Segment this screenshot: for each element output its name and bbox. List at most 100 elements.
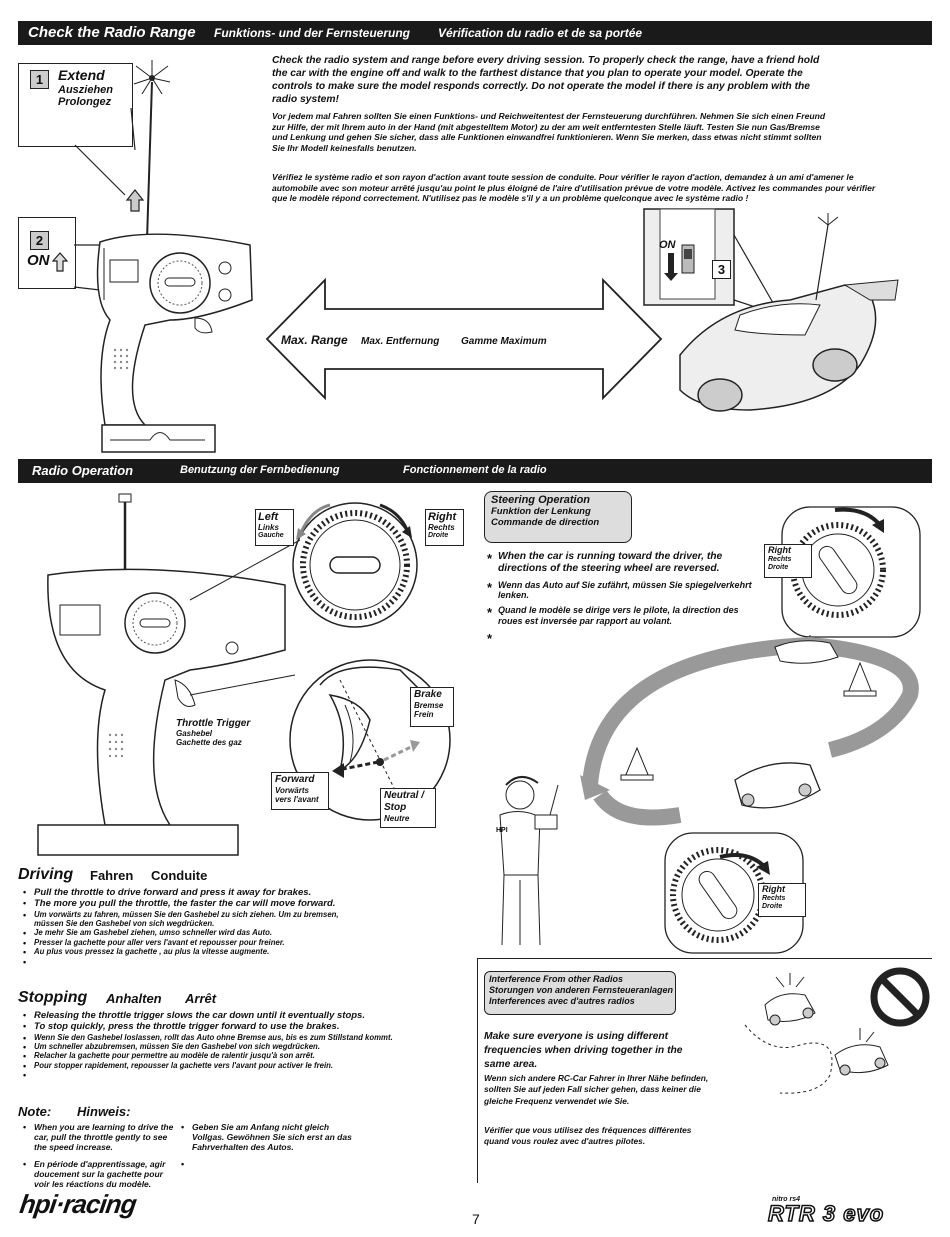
note-bullet: When you are learning to drive the car, … bbox=[20, 1122, 180, 1153]
driving-bullet: The more you pull the throttle, the fast… bbox=[20, 898, 365, 909]
brake-label-box bbox=[410, 687, 454, 727]
section-title-de: Funktions- und der Fernsteuerung bbox=[214, 26, 411, 40]
interference-paragraph-de: Wenn sich andere RC-Car Fahrer in Ihrer … bbox=[484, 1073, 709, 1106]
stopping-bullet: Wenn Sie den Gashebel loslassen, rollt d… bbox=[20, 1033, 475, 1044]
stopping-bullet bbox=[20, 1070, 475, 1081]
steering-note-en: When the car is running toward the drive… bbox=[484, 551, 754, 576]
range-paragraph-de: Vor jedem mal Fahren sollten Sie einen F… bbox=[272, 111, 826, 154]
switch-on-label: ON bbox=[659, 239, 676, 251]
stopping-title-de: Anhalten bbox=[106, 991, 162, 1006]
step1-box bbox=[18, 63, 133, 147]
step2-number: 2 bbox=[30, 231, 49, 250]
neutral-label-box bbox=[380, 788, 436, 828]
note-bullet: Geben Sie am Anfang nicht gleich Vollgas… bbox=[178, 1122, 358, 1153]
note-bullet bbox=[178, 1159, 358, 1170]
right-steer-bottom-fr: Droite bbox=[762, 902, 783, 910]
car-illustration bbox=[643, 208, 899, 412]
step2-box bbox=[18, 217, 76, 289]
interference-title-fr: Interferences avec d'autres radios bbox=[489, 996, 635, 1006]
section-title-en: Check the Radio Range bbox=[28, 24, 196, 41]
transmitter-controls-illustration bbox=[37, 493, 451, 856]
left-en: Left bbox=[258, 511, 279, 523]
throttle-trigger-en: Throttle Trigger bbox=[176, 718, 251, 729]
driving-bullet: Je mehr Sie am Gashebel ziehen, umso sch… bbox=[20, 928, 365, 939]
note-list-col2: Geben Sie am Anfang nicht gleich Vollgas… bbox=[178, 1122, 358, 1169]
interference-paragraph-en: Make sure everyone is using different fr… bbox=[484, 1031, 683, 1070]
right-steer-bottom-box: Right Rechts Droite bbox=[758, 883, 806, 917]
interference-title-de: Storungen von anderen Fernsteueranlagen bbox=[489, 985, 674, 995]
range-paragraph-en: Check the radio system and range before … bbox=[272, 55, 820, 105]
step3-number: 3 bbox=[712, 260, 731, 279]
page-number: 7 bbox=[472, 1211, 480, 1227]
step1-number: 1 bbox=[30, 70, 49, 89]
stopping-list: Releasing the throttle trigger slows the… bbox=[20, 1010, 475, 1081]
rtr3-evo-logo: RTR 3 evo bbox=[767, 1201, 885, 1227]
max-range-de: Max. Entfernung bbox=[361, 336, 440, 347]
right-steer-top-box: Right Rechts Droite bbox=[764, 544, 812, 578]
left-label-box bbox=[255, 509, 294, 546]
step1-en: Extend bbox=[58, 67, 105, 83]
max-range-double-arrow bbox=[265, 277, 663, 401]
note-title-de: Hinweis: bbox=[77, 1104, 131, 1119]
brake-fr: Frein bbox=[414, 710, 434, 719]
note-bullet: En période d'apprentissage, agir douceme… bbox=[20, 1159, 180, 1190]
step1-fr: Prolongez bbox=[58, 96, 112, 108]
stopping-bullet: Releasing the throttle trigger slows the… bbox=[20, 1010, 475, 1021]
interference-title-box bbox=[484, 971, 676, 1015]
steering-title-en: Steering Operation bbox=[491, 494, 591, 506]
driving-bullet: Au plus vous pressez la gachette , au pl… bbox=[20, 947, 365, 958]
note-list-col1: When you are learning to drive the car, … bbox=[20, 1122, 180, 1189]
interference-illustration bbox=[744, 967, 930, 1094]
steering-title-de: Funktion der Lenkung bbox=[491, 506, 591, 517]
stopping-bullet: Um schneller abzubremsen, müssen Sie den… bbox=[20, 1042, 475, 1053]
brake-de: Bremse bbox=[414, 701, 444, 710]
steering-title-fr: Commande de direction bbox=[491, 517, 600, 528]
right-steer-top-fr: Droite bbox=[768, 563, 789, 571]
max-range-fr: Gamme Maximum bbox=[461, 336, 547, 347]
section-title-en: Radio Operation bbox=[32, 463, 134, 478]
steering-operation-box bbox=[484, 491, 632, 543]
driver-badge: HPI bbox=[496, 827, 508, 834]
driving-bullet: Um vorwärts zu fahren, müssen Sie den Ga… bbox=[20, 910, 365, 929]
interference-paragraph-fr: Vérifier que vous utilisez des fréquence… bbox=[484, 1125, 692, 1147]
up-arrow-icon bbox=[51, 252, 69, 272]
stopping-bullet: Pour stopper rapidement, repousser la ga… bbox=[20, 1061, 475, 1072]
step1-de: Ausziehen bbox=[58, 84, 114, 96]
section-title-fr: Vérification du radio et de sa portée bbox=[438, 26, 643, 40]
max-range-en: Max. Range bbox=[281, 333, 348, 347]
driving-bullet: Pull the throttle to drive forward and p… bbox=[20, 887, 365, 898]
right-en: Right bbox=[428, 511, 457, 523]
right-steer-bottom-en: Right bbox=[762, 884, 785, 894]
right-label-box bbox=[425, 509, 464, 546]
steering-note-fr: Quand le modèle se dirige vers le pilote… bbox=[484, 605, 754, 627]
left-de: Links bbox=[258, 523, 279, 532]
driving-title-de: Fahren bbox=[90, 868, 134, 883]
driving-bullet: Presser la gachette pour aller vers l'av… bbox=[20, 938, 365, 949]
forward-fr: vers l'avant bbox=[275, 795, 319, 804]
section-header-radio-operation: Radio Operation Benutzung der Fernbedien… bbox=[18, 459, 932, 483]
range-paragraph-fr: Vérifiez le système radio et son rayon d… bbox=[272, 172, 876, 204]
driving-title-fr: Conduite bbox=[151, 868, 208, 883]
stopping-bullet: Relacher la gachette pour permettre au m… bbox=[20, 1051, 475, 1062]
right-steer-top-de: Rechts bbox=[768, 555, 792, 563]
interference-divider bbox=[477, 958, 932, 959]
forward-de: Vorwärts bbox=[275, 786, 309, 795]
neutral-en: Neutral / bbox=[384, 790, 425, 801]
throttle-trigger-fr: Gachette des gaz bbox=[176, 738, 242, 747]
neutral-fr: Neutre bbox=[384, 814, 410, 823]
left-fr: Gauche bbox=[258, 532, 284, 539]
brand-small-text: nitro rs4 bbox=[772, 1196, 801, 1203]
right-steer-top-en: Right bbox=[768, 545, 791, 555]
right-de: Rechts bbox=[428, 523, 455, 532]
driving-title-en: Driving bbox=[18, 866, 74, 883]
section-title-fr: Fonctionnement de la radio bbox=[403, 464, 547, 476]
note-title-en: Note: bbox=[18, 1104, 52, 1119]
step2-on-label: ON bbox=[27, 252, 50, 269]
right-fr: Droite bbox=[428, 532, 449, 539]
interference-title-en: Interference From other Radios bbox=[489, 974, 624, 984]
hpi-racing-logo: hpi·racing bbox=[17, 1189, 138, 1219]
stopping-bullet: To stop quickly, press the throttle trig… bbox=[20, 1021, 475, 1032]
forward-label-box bbox=[271, 772, 329, 810]
neutral-en-2: Stop bbox=[384, 802, 407, 813]
stopping-title-en: Stopping bbox=[18, 989, 88, 1006]
